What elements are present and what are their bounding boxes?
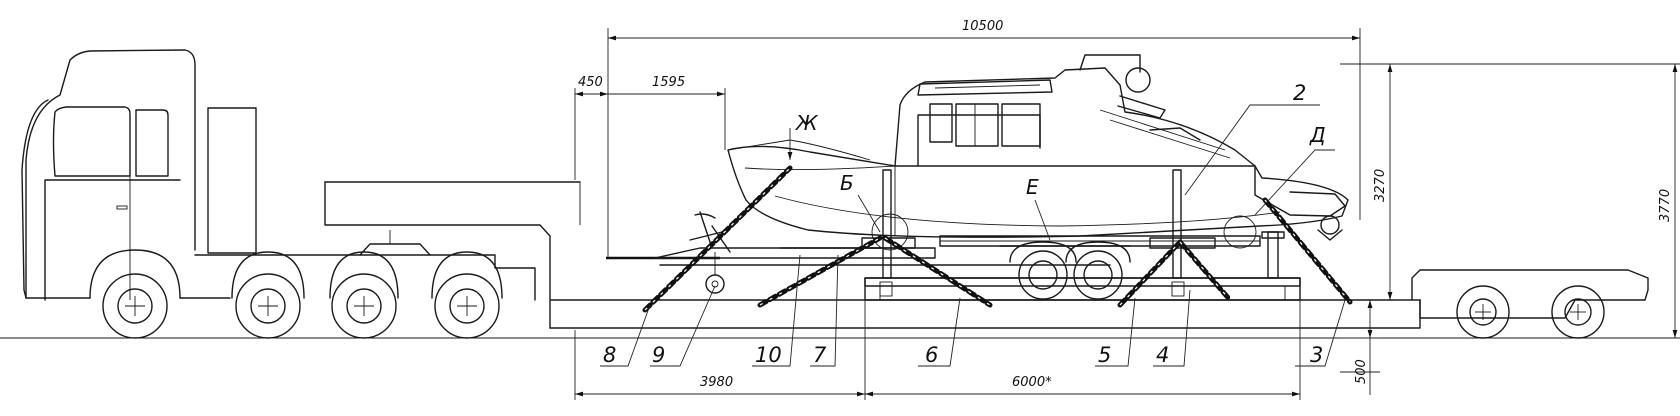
view-b: Б [840,171,854,195]
trailer-wheel [1456,285,1510,339]
view-letters: Б Д Е Ж [794,111,1326,199]
cradle-frame [861,169,1301,301]
dimension-lines [574,28,1680,400]
chain [1117,239,1183,308]
trailer-wheel [1551,285,1605,339]
callout-6: 6 [925,343,938,367]
dim-1595-label: 1595 [652,75,685,90]
dim-3980-label: 3980 [700,375,733,390]
callout-2: 2 [1293,81,1306,105]
boat-trailer [606,211,1131,300]
callout-7: 7 [813,343,827,367]
dim-450-label: 450 [578,75,603,90]
chain [1177,239,1233,303]
tractor-wheel [89,249,181,339]
callout-3: 3 [1310,343,1323,367]
callout-4: 4 [1156,343,1169,367]
callout-9: 9 [652,343,665,367]
view-d: Д [1309,123,1326,147]
callout-8: 8 [603,343,616,367]
tractor [21,49,536,339]
dim-10500-label: 10500 [962,19,1003,34]
view-zh: Ж [794,111,819,135]
chain [1262,197,1353,305]
tractor-wheel [231,251,305,339]
chain [757,235,883,308]
semi-trailer [324,181,1649,339]
tie-down-chains [642,165,1353,313]
callout-5: 5 [1098,343,1111,367]
dim-3770-label: 3770 [1658,189,1673,222]
dim-6000-label: 6000* [1012,375,1052,390]
tractor-wheel [329,251,399,339]
chain [642,165,793,313]
leader-lines [600,104,1346,367]
dim-500-label: 500 [1354,359,1369,384]
dim-3270-label: 3270 [1373,169,1388,202]
chain [882,235,993,308]
boat [727,54,1349,241]
tractor-wheel [431,251,503,339]
view-e: Е [1026,175,1039,199]
boat-trailer-wheel [1009,241,1077,300]
boat-trailer-wheel [1065,241,1131,300]
callout-10: 10 [755,343,782,367]
callout-numbers: 8 9 10 7 6 5 4 3 2 [603,81,1323,367]
